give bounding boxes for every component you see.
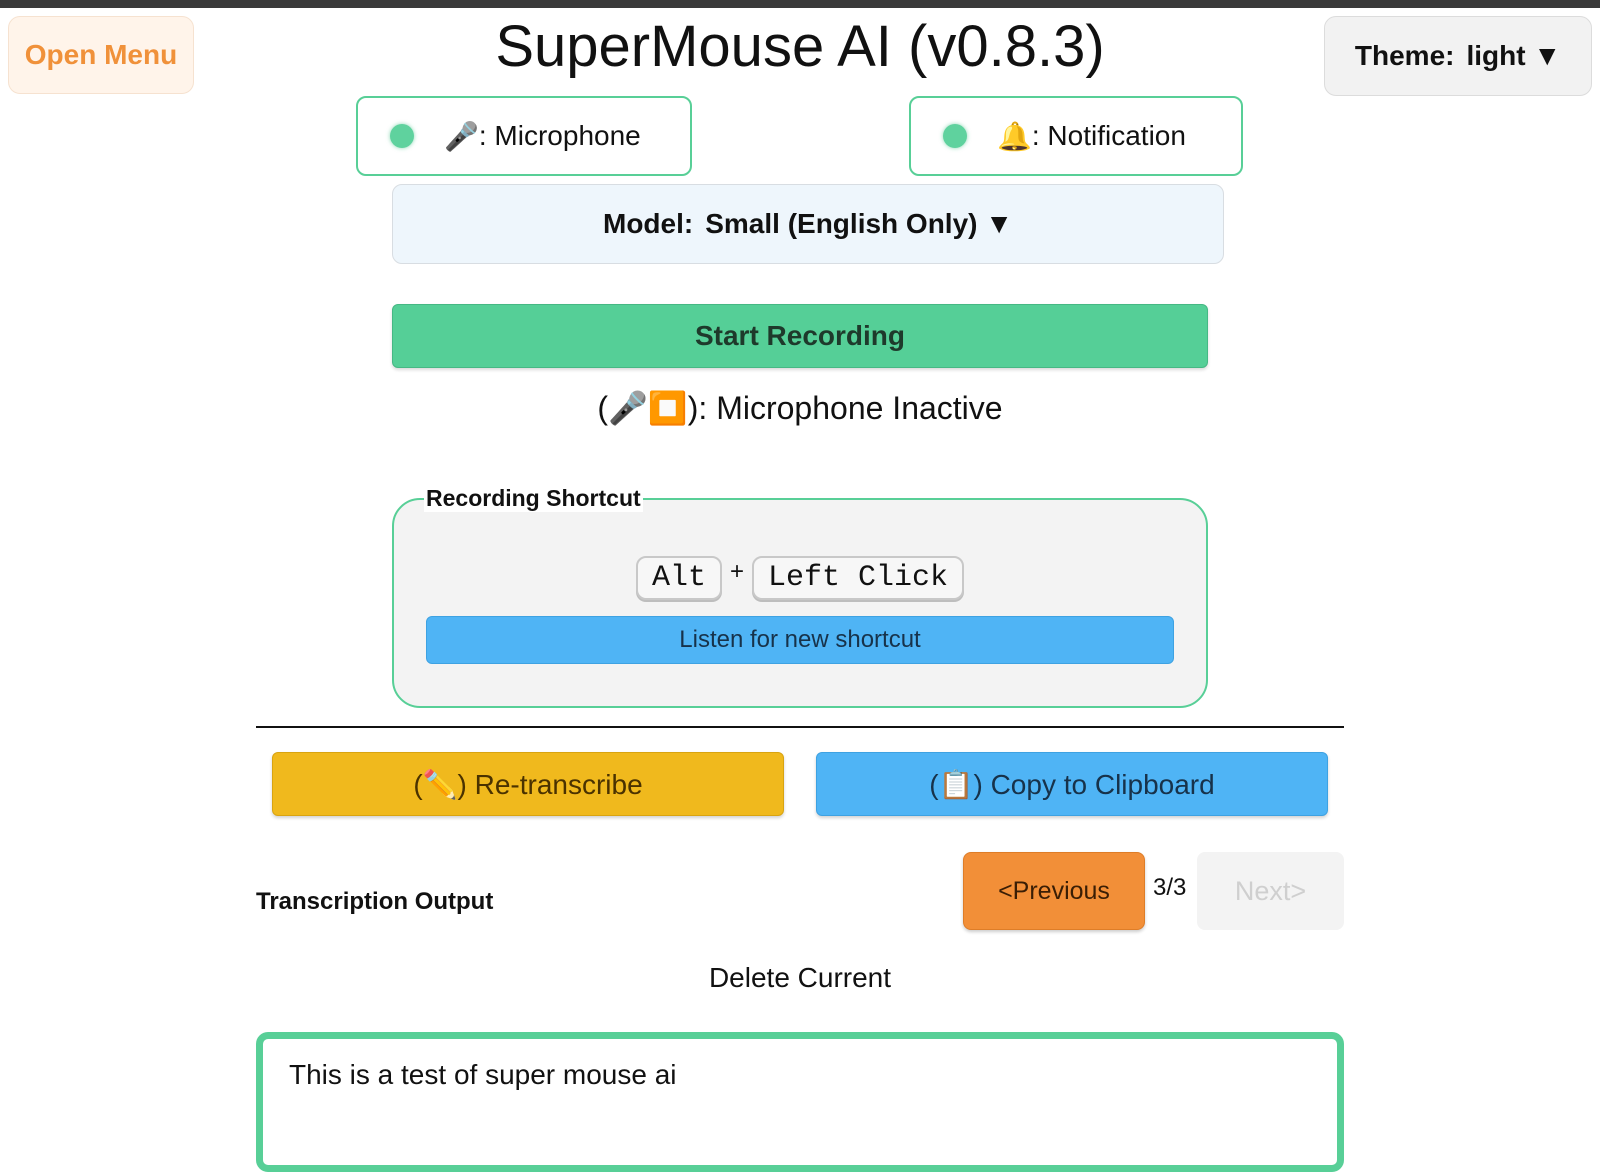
notification-status-label: : Notification xyxy=(1031,120,1186,151)
transcription-output-textarea[interactable]: This is a test of super mouse ai xyxy=(256,1032,1344,1172)
notification-status[interactable]: 🔔 : Notification xyxy=(909,96,1243,176)
shortcut-key-left-click: Left Click xyxy=(752,556,965,600)
window-top-bar xyxy=(0,0,1600,8)
delete-current-button[interactable]: Delete Current xyxy=(708,962,892,993)
bell-icon: 🔔 xyxy=(997,120,1032,152)
retranscribe-button[interactable]: (✏️) Re-transcribe xyxy=(272,752,784,816)
recording-shortcut-panel: Alt + Left Click Listen for new shortcut xyxy=(392,498,1208,708)
model-select[interactable]: Model: Small (English Only) ▼ xyxy=(392,184,1224,264)
notification-status-dot xyxy=(943,124,967,148)
microphone-status[interactable]: 🎤 : Microphone xyxy=(356,96,692,176)
shortcut-plus: + xyxy=(729,558,744,585)
listen-for-shortcut-button[interactable]: Listen for new shortcut xyxy=(426,616,1174,664)
copy-to-clipboard-button[interactable]: (📋) Copy to Clipboard xyxy=(816,752,1328,816)
microphone-icon: 🎤 xyxy=(444,120,479,152)
model-value: Small (English Only) ▼ xyxy=(705,208,1013,239)
start-recording-button[interactable]: Start Recording xyxy=(392,304,1208,368)
theme-label: Theme: xyxy=(1354,40,1455,71)
shortcut-keys: Alt + Left Click xyxy=(394,556,1206,600)
theme-select[interactable]: Theme: light ▼ xyxy=(1324,16,1592,96)
recording-shortcut-legend: Recording Shortcut xyxy=(424,484,643,512)
previous-button[interactable]: <Previous xyxy=(963,852,1145,930)
open-menu-button[interactable]: Open Menu xyxy=(8,16,194,94)
microphone-activity-status: (🎤⏹️): Microphone Inactive xyxy=(597,390,1003,426)
microphone-status-dot xyxy=(390,124,414,148)
section-divider xyxy=(256,726,1344,728)
transcription-output-label: Transcription Output xyxy=(256,888,494,915)
shortcut-key-alt: Alt xyxy=(635,556,722,600)
next-button[interactable]: Next> xyxy=(1197,852,1344,930)
model-label: Model: xyxy=(603,208,694,239)
theme-value: light ▼ xyxy=(1466,40,1562,71)
microphone-status-label: : Microphone xyxy=(478,120,641,151)
page-counter: 3/3 xyxy=(1153,874,1187,901)
app-title: SuperMouse AI (v0.8.3) xyxy=(495,14,1105,79)
